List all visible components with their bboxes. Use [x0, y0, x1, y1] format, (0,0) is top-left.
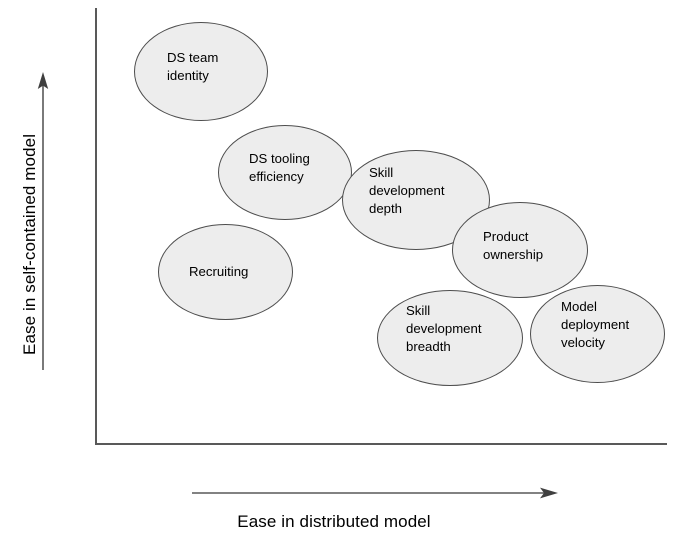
bubble-node[interactable]: Recruiting	[158, 224, 293, 320]
bubble-label: DS team identity	[167, 49, 219, 83]
bubble-node[interactable]: DS team identity	[134, 22, 268, 121]
bubble-label: Model deployment velocity	[561, 299, 630, 350]
bubble-node[interactable]: Model deployment velocity	[530, 285, 665, 383]
bubble-node[interactable]: Skill development depth	[342, 150, 490, 250]
arrow-up-icon	[37, 72, 49, 370]
bubble-label: Product ownership	[483, 228, 544, 262]
arrow-right-icon	[192, 487, 558, 499]
x-axis-label: Ease in distributed model	[237, 512, 431, 531]
bubble-label: Recruiting	[189, 263, 249, 279]
bubble-node[interactable]: DS tooling efficiency	[218, 125, 352, 220]
bubble-label: Skill development depth	[369, 165, 445, 216]
bubble-label: DS tooling efficiency	[249, 151, 310, 185]
y-axis-line	[95, 8, 97, 445]
x-axis-line	[95, 443, 667, 445]
bubble-node[interactable]: Skill development breadth	[377, 290, 523, 386]
bubble-node[interactable]: Product ownership	[452, 202, 588, 298]
bubble-label: Skill development breadth	[406, 303, 482, 354]
